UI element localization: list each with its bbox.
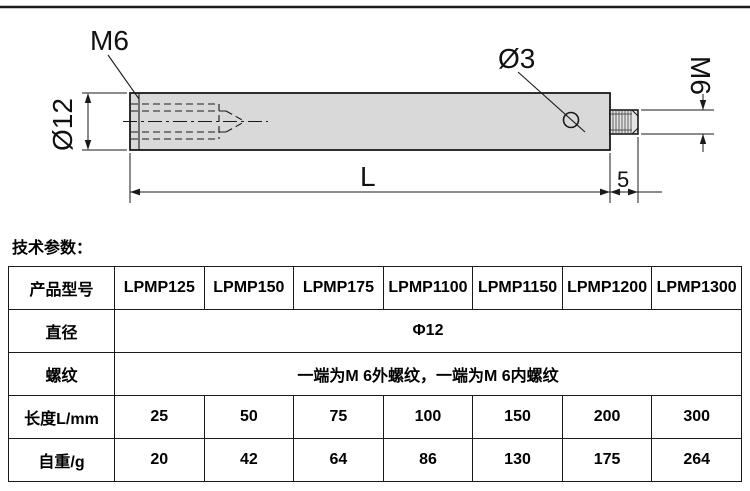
table-row-model: 产品型号 LPMP125 LPMP150 LPMP175 LPMP1100 LP… <box>8 266 742 310</box>
row-header-weight: 自重/g <box>8 438 115 482</box>
cell-model-6: LPMP1200 <box>561 266 653 310</box>
cell-model-3: LPMP175 <box>293 266 384 310</box>
cross-hole <box>517 71 586 133</box>
row-header-length: 长度L/mm <box>8 395 115 439</box>
cell-weight-3: 64 <box>293 438 384 482</box>
cell-length-6: 200 <box>561 395 653 439</box>
row-header-diameter: 直径 <box>8 309 115 353</box>
cell-length-4: 100 <box>382 395 474 439</box>
dim-length <box>129 153 611 203</box>
label-hole-diameter: Ø3 <box>498 43 535 74</box>
cell-length-2: 50 <box>203 395 295 439</box>
cell-thread-value: 一端为M 6外螺纹，一端为M 6内螺纹 <box>114 352 742 396</box>
table-row-diameter: 直径 Φ12 <box>8 309 742 353</box>
cell-length-5: 150 <box>472 395 563 439</box>
row-header-model: 产品型号 <box>8 266 115 310</box>
cell-length-1: 25 <box>114 395 205 439</box>
cell-weight-7: 264 <box>651 438 742 482</box>
cell-model-2: LPMP150 <box>203 266 295 310</box>
cell-model-1: LPMP125 <box>114 266 205 310</box>
cell-weight-4: 86 <box>382 438 474 482</box>
dim-external-thread <box>641 94 714 152</box>
cell-diameter-value: Φ12 <box>114 309 742 353</box>
cell-weight-2: 42 <box>203 438 295 482</box>
technical-drawing: Ø12 M6 Ø3 M6 L <box>0 0 750 222</box>
label-stub-length: 5 <box>617 167 629 192</box>
rod-drawing-svg: Ø12 M6 Ø3 M6 L <box>0 5 750 203</box>
spec-table: 产品型号 LPMP125 LPMP150 LPMP175 LPMP1100 LP… <box>8 266 742 482</box>
label-internal-thread: M6 <box>90 25 129 56</box>
cell-model-4: LPMP1100 <box>382 266 474 310</box>
external-thread-stub <box>609 109 639 135</box>
section-title: 技术参数： <box>12 240 93 257</box>
cell-weight-5: 130 <box>472 438 563 482</box>
cell-model-5: LPMP1150 <box>472 266 563 310</box>
cell-model-7: LPMP1300 <box>651 266 742 310</box>
label-length: L <box>360 161 376 192</box>
dim-body-diameter <box>82 92 127 151</box>
cell-length-7: 300 <box>651 395 742 439</box>
cell-length-3: 75 <box>293 395 384 439</box>
table-row-weight: 自重/g 20 42 64 86 130 175 264 <box>8 438 742 482</box>
dim-stub-length <box>610 137 662 203</box>
leader-internal-thread <box>107 54 140 100</box>
label-external-thread: M6 <box>685 56 716 95</box>
row-header-thread: 螺纹 <box>8 352 115 396</box>
table-row-thread: 螺纹 一端为M 6外螺纹，一端为M 6内螺纹 <box>8 352 742 396</box>
label-body-diameter: Ø12 <box>47 98 78 151</box>
cell-weight-1: 20 <box>114 438 205 482</box>
table-row-length: 长度L/mm 25 50 75 100 150 200 300 <box>8 395 742 439</box>
cell-weight-6: 175 <box>561 438 653 482</box>
